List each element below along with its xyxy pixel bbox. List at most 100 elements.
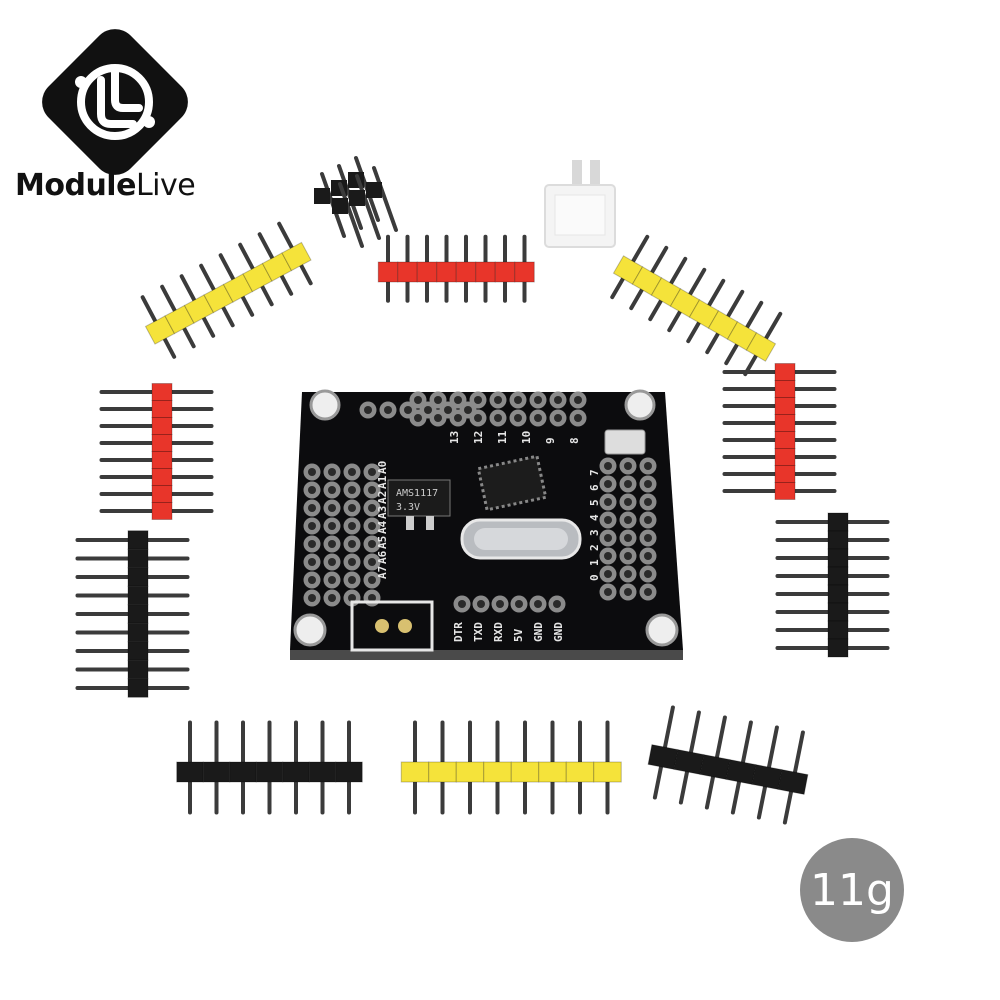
header-housing [151, 468, 173, 486]
header-housing [827, 548, 849, 568]
bottom-pin-label: GND [552, 622, 565, 642]
header-housing [229, 761, 257, 783]
header-housing [593, 761, 622, 783]
header-housing [751, 764, 783, 790]
right-pin-label: 0 [588, 574, 601, 581]
yellow-header-top-left [140, 221, 313, 359]
black-header-bottom-right [647, 705, 809, 825]
black-header-left [75, 530, 190, 698]
pin-headers [75, 156, 890, 825]
mounting-hole [309, 389, 341, 421]
left-pin-label: A4 [376, 520, 389, 534]
header-housing [281, 241, 312, 272]
top-pin-label: 13 [448, 431, 461, 444]
header-housing [335, 761, 363, 783]
header-housing [127, 585, 149, 606]
red-header-left [99, 383, 214, 520]
header-housing [308, 761, 337, 783]
header-housing [774, 363, 796, 381]
right-pin-label: 1 [588, 559, 601, 566]
left-pin-label: A2 [376, 491, 389, 504]
power-connector-outline [350, 600, 434, 652]
left-pin-label: A0 [376, 461, 389, 474]
reset-button [604, 429, 646, 455]
black-dual-row-header [314, 156, 398, 248]
header-housing [774, 414, 796, 432]
header-housing [416, 261, 438, 283]
header-housing [827, 566, 849, 586]
header-housing [494, 261, 516, 283]
red-header-top-center [377, 234, 535, 303]
header-housing [127, 530, 149, 550]
header-housing [282, 761, 310, 783]
header-housing [745, 332, 777, 362]
left-pin-label: A7 [376, 566, 389, 579]
header-housing [827, 620, 849, 640]
header-housing [455, 761, 485, 783]
black-header-right [775, 512, 890, 658]
header-housing [151, 400, 173, 418]
brand-name: ModuleLive [15, 168, 215, 203]
header-housing [699, 754, 731, 780]
header-housing [673, 749, 705, 775]
bottom-pin-label: TXD [472, 622, 485, 642]
header-housing [202, 761, 231, 783]
header-housing [827, 512, 849, 532]
bottom-pin-label: GND [532, 622, 545, 642]
mounting-hole [293, 613, 327, 647]
header-housing [827, 530, 849, 550]
left-pin-label: A3 [376, 506, 389, 519]
header-housing [127, 641, 149, 661]
right-pin-label: 4 [588, 514, 601, 521]
header-housing [127, 622, 149, 643]
yellow-header-bottom-center [400, 720, 622, 815]
header-housing [127, 678, 149, 698]
header-housing [151, 485, 173, 503]
header-housing [565, 761, 595, 783]
crystal-oscillator [460, 518, 582, 560]
weight-text: 11g [810, 864, 894, 916]
header-housing [774, 465, 796, 483]
header-housing [151, 451, 173, 469]
header-housing [176, 761, 204, 783]
brand-name-light: Live [135, 168, 196, 203]
top-pin-label: 12 [472, 431, 485, 444]
header-housing [510, 761, 540, 783]
power-pad [398, 619, 412, 633]
header-housing [538, 761, 567, 783]
header-housing [400, 761, 430, 783]
header-housing [127, 604, 149, 624]
left-pin-label: A6 [376, 550, 389, 564]
red-header-right [722, 363, 837, 500]
yellow-header-top-right [610, 234, 783, 377]
brand-name-bold: Module [15, 168, 136, 203]
moduleLive-diamond-logo-icon [42, 29, 188, 175]
voltage-regulator: AMS1117 3.3V [387, 479, 451, 530]
bottom-pin-label: 5V [512, 628, 525, 642]
mounting-hole [624, 389, 656, 421]
header-housing [514, 261, 535, 283]
left-pin-label: A1 [376, 475, 389, 489]
black-header-bottom-left [176, 720, 363, 815]
header-housing [774, 397, 796, 415]
header-housing [774, 448, 796, 466]
header-housing [725, 759, 757, 785]
top-pin-label: 8 [568, 437, 581, 444]
header-housing [377, 261, 399, 283]
header-housing [774, 431, 796, 449]
header-housing [475, 261, 496, 283]
proto-hole-grid [303, 391, 657, 613]
header-housing [827, 602, 849, 622]
right-pin-label: 3 [588, 529, 601, 536]
top-pin-label: 10 [520, 431, 533, 444]
header-housing [827, 584, 849, 604]
regulator-label: AMS1117 [396, 488, 438, 499]
header-housing [777, 769, 809, 795]
header-housing [483, 761, 512, 783]
right-pin-label: 7 [588, 469, 601, 476]
header-housing [436, 261, 457, 283]
header-housing [151, 434, 173, 452]
